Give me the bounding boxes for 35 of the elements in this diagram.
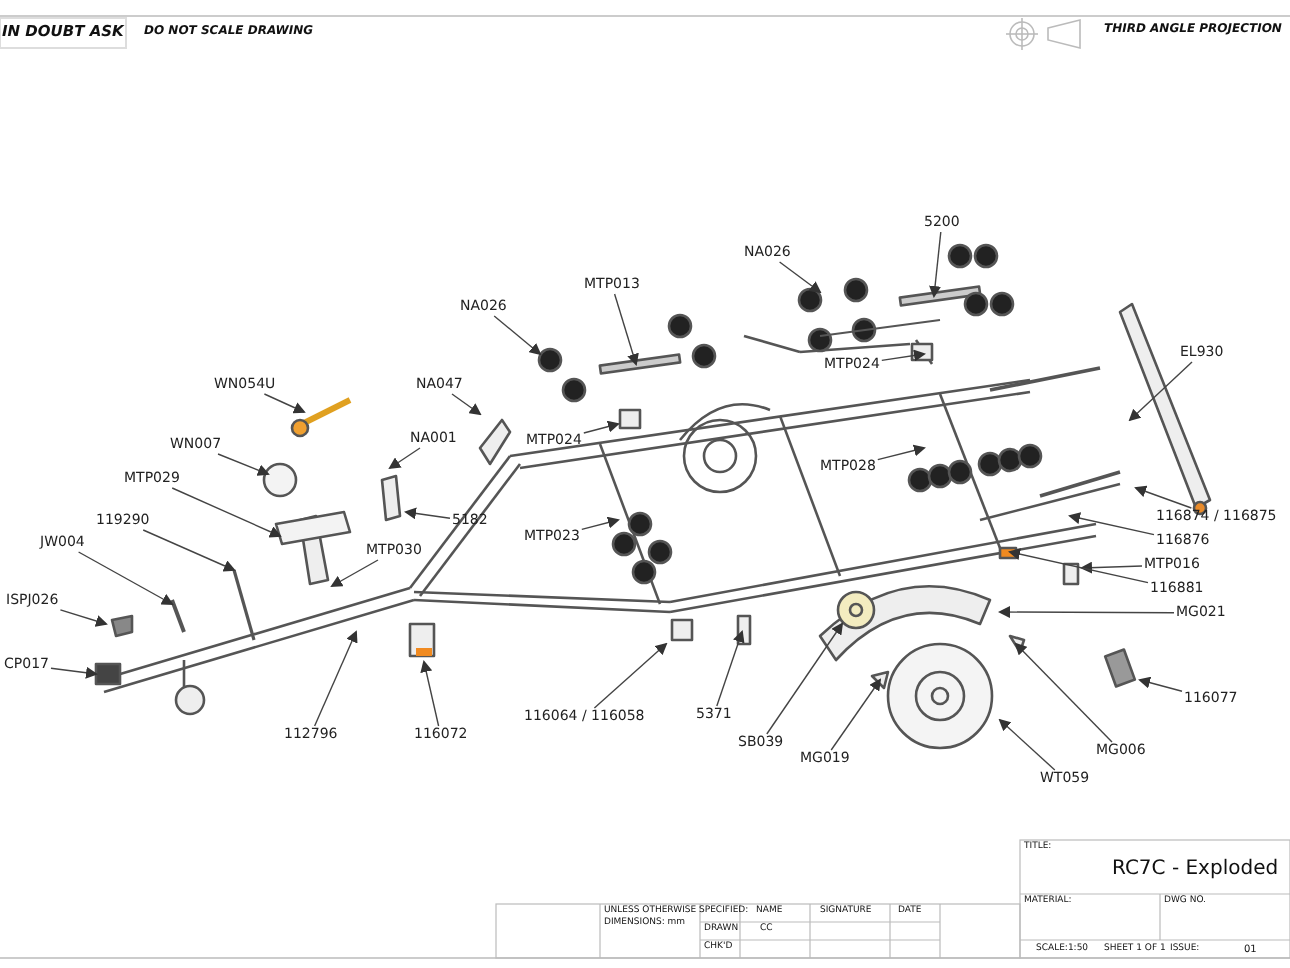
leader-line [1008,548,1149,584]
leader-line [1080,561,1143,574]
leader-line [593,642,668,709]
leader-line [1128,361,1193,422]
leader-line [50,666,98,679]
leader-line [404,507,451,520]
leader-line [313,630,358,727]
leader-line [142,529,236,572]
leader-line [766,622,844,735]
leader-line [330,559,379,587]
leader-line [716,630,745,707]
leader-line [1134,485,1193,509]
leader-line [613,293,639,366]
leader-line [171,487,282,538]
leader-line [581,516,620,531]
leader-line [59,609,108,627]
leader-line [388,447,421,470]
leader-line [1014,642,1113,743]
leader-line [217,453,270,476]
leader-line [583,420,620,434]
leader-line [998,718,1056,771]
leader-line [830,678,882,751]
drawing-title: RC7C - Exploded [1112,860,1279,880]
leader-line [77,551,174,605]
leader-line [877,444,926,461]
leader-line [778,261,822,294]
leader-line [451,393,482,416]
leader-line [493,315,542,356]
leader-line [881,349,926,362]
leader-line [998,606,1175,619]
leader-line [929,231,942,298]
leader-line [1068,512,1155,536]
leader-line [420,660,440,727]
leader-line [263,393,306,414]
leader-line [1138,676,1183,692]
